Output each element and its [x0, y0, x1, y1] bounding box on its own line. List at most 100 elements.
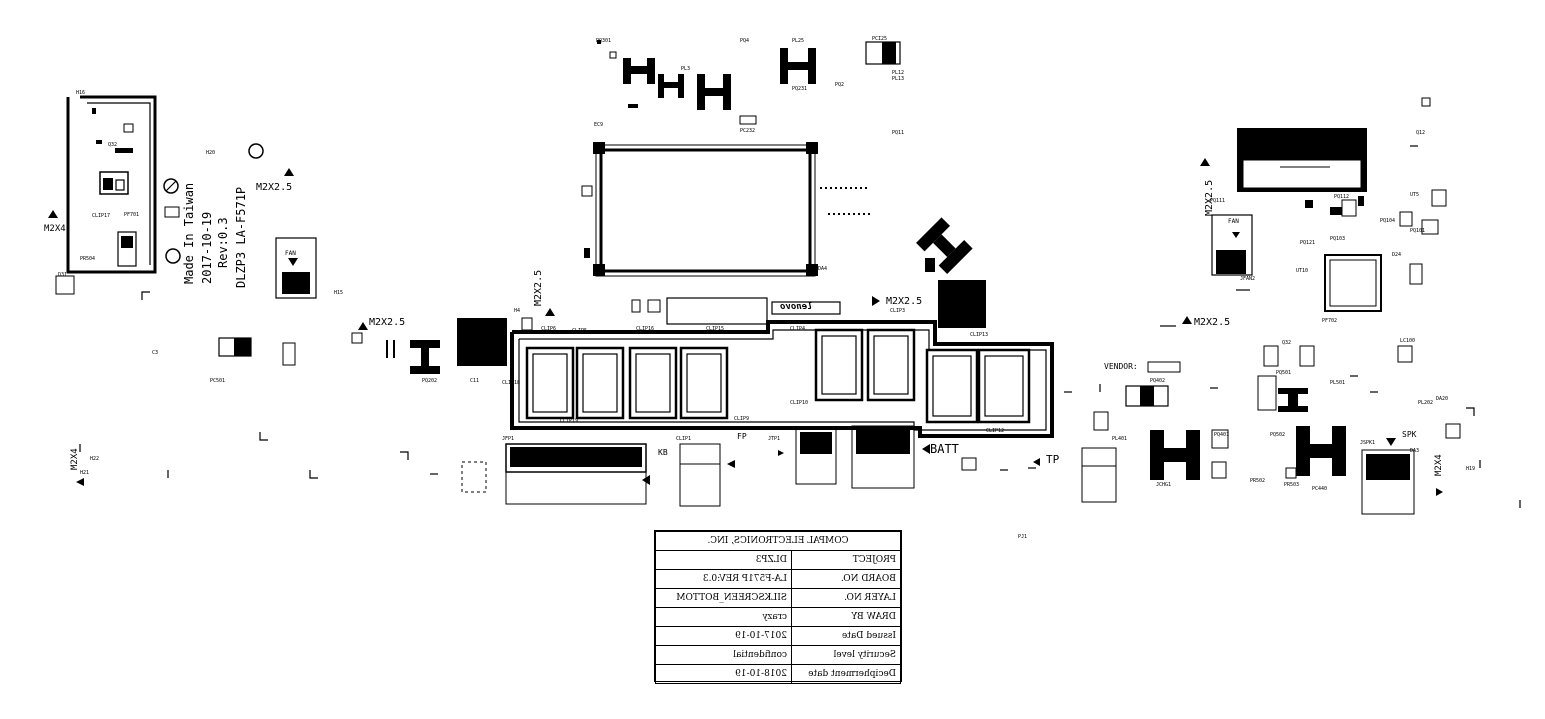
title-block-table: COMPAL ELECTRONICS, INC. PROJECT DLZP3 B… [655, 531, 901, 684]
mount-m2x25-label-3: M2X2.5 [886, 296, 923, 307]
refdes-label: PQ502 [1270, 432, 1286, 438]
refdes-label: PL401 [1112, 436, 1128, 442]
refdes-label: PL25 [792, 38, 805, 44]
title-block-value: 2018-10-19 [655, 664, 792, 684]
refdes-label: PQ2 [835, 82, 845, 88]
refdes-label: Q12 [1416, 130, 1426, 136]
refdes-label: UT5 [1410, 192, 1420, 198]
right-power-stage [1081, 345, 1461, 503]
memory-chips [525, 328, 1031, 424]
small-chip [925, 258, 935, 272]
title-block-key: Security level [791, 645, 901, 665]
rotated-regulator [916, 217, 973, 274]
keyboard-connector [461, 443, 650, 505]
title-block-row: PROJECT DLZP3 [655, 550, 901, 570]
refdes-label: CLIP3 [890, 308, 906, 314]
top-center-power [597, 40, 901, 125]
batt-connectors [778, 425, 977, 489]
memory-outline [510, 320, 1054, 438]
board-name: DLZP3 LA-F571P [234, 186, 248, 288]
refdes-label: PQ501 [1276, 370, 1292, 376]
refdes-label: PQ112 [1334, 194, 1350, 200]
strip-connector [666, 297, 768, 325]
batt-label: BATT [930, 442, 959, 456]
refdes-label: PR502 [1250, 478, 1266, 484]
title-block-value: confidential [655, 645, 792, 665]
title-block-key: Issued Date [791, 626, 901, 646]
refdes-label: PC440 [1312, 486, 1328, 492]
refdes-label: PQ231 [792, 86, 808, 92]
kb-label: KB [658, 448, 668, 457]
refdes-label: C3 [152, 350, 159, 356]
refdes-label: PQ401 [1214, 432, 1230, 438]
spk-connector [1361, 438, 1415, 515]
title-block-value: 2017-10-19 [655, 626, 792, 646]
refdes-label: PQ11 [892, 130, 905, 136]
refdes-label: CLIP1 [676, 436, 692, 442]
refdes-label: PR503 [1284, 482, 1300, 488]
vendor-label: VENDOR: [1104, 362, 1138, 371]
refdes-label: PQ103 [1330, 236, 1346, 242]
refdes-label: H15 [334, 290, 344, 296]
refdes-label: CLIP13 [970, 332, 989, 338]
refdes-label: PL3 [681, 66, 691, 72]
refdes-label: JFAN2 [1240, 276, 1256, 282]
title-block-row: BOARD NO. LA-F571P REV:0.3 [655, 569, 901, 589]
refdes-label: DA20 [1436, 396, 1449, 402]
misc-marks [79, 145, 1521, 508]
refdes-label: CLIP19 [560, 418, 579, 424]
mount-m2x4-label-3: M2X4 [1434, 454, 1444, 476]
title-block-row: Security level confidential [655, 645, 901, 665]
fan-label-right: FAN [1228, 218, 1239, 225]
fan-label-left: FAN [285, 250, 296, 257]
refdes-label: PQ101 [1410, 228, 1426, 234]
refdes-label: D24 [1392, 252, 1402, 258]
refdes-label: PF701 [124, 212, 140, 218]
refdes-label: D31 [58, 272, 68, 278]
refdes-label: Q32 [1282, 340, 1292, 346]
refdes-label: C11 [470, 378, 480, 384]
left-components [55, 231, 507, 374]
title-block-row: Decipherment date 2018-10-19 [655, 664, 901, 684]
fp-label: FP [737, 432, 747, 441]
title-block-value: LA-F571P REV:0.3 [655, 569, 792, 589]
refdes-label: CLIP15 [706, 326, 725, 332]
refdes-label: H20 [206, 150, 216, 156]
refdes-label: CLIP4 [790, 326, 806, 332]
title-block-value: crazy [655, 607, 792, 627]
small-pad [521, 317, 533, 331]
refdes-label: CLIP12 [986, 428, 1005, 434]
refdes-label: PR504 [80, 256, 96, 262]
small-pad [647, 299, 661, 313]
refdes-label: PJ1 [1018, 534, 1028, 540]
refdes-label: H21 [80, 470, 90, 476]
refdes-label: PL12 [892, 70, 905, 76]
refdes-label: JSPK1 [1360, 440, 1376, 446]
lenovo-logo-text: lenovo [780, 302, 813, 312]
refdes-label: CLIP9 [734, 416, 750, 422]
io-subboard [66, 95, 157, 274]
refdes-label: JCHG1 [1156, 482, 1172, 488]
refdes-label: H19 [1466, 466, 1476, 472]
mount-markers [48, 158, 1443, 496]
refdes-label: PCI25 [872, 36, 888, 42]
refdes-label: CLIP5 [572, 328, 588, 334]
title-block-company: COMPAL ELECTRONICS, INC. [655, 531, 901, 551]
refdes-label: PQ4 [740, 38, 750, 44]
refdes-label: UT10 [1296, 268, 1309, 274]
refdes-label: DA4 [818, 266, 828, 272]
title-block-value: SILKSCREEN_BOTTOM [655, 588, 792, 608]
refdes-label: PL202 [1418, 400, 1434, 406]
title-block-key: BOARD NO. [791, 569, 901, 589]
refdes-label: EC9 [594, 122, 604, 128]
cpu-socket [581, 142, 870, 277]
title-block-key: PROJECT [791, 550, 901, 570]
refdes-label: PQ104 [1380, 218, 1396, 224]
refdes-label: CLIP6 [541, 326, 557, 332]
title-block-key: DRAW BY [791, 607, 901, 627]
title-block-value: DLZP3 [655, 550, 792, 570]
fp-connector [679, 443, 735, 507]
refdes-label: PQ202 [422, 378, 438, 384]
right-heatsink-area [1211, 97, 1447, 312]
